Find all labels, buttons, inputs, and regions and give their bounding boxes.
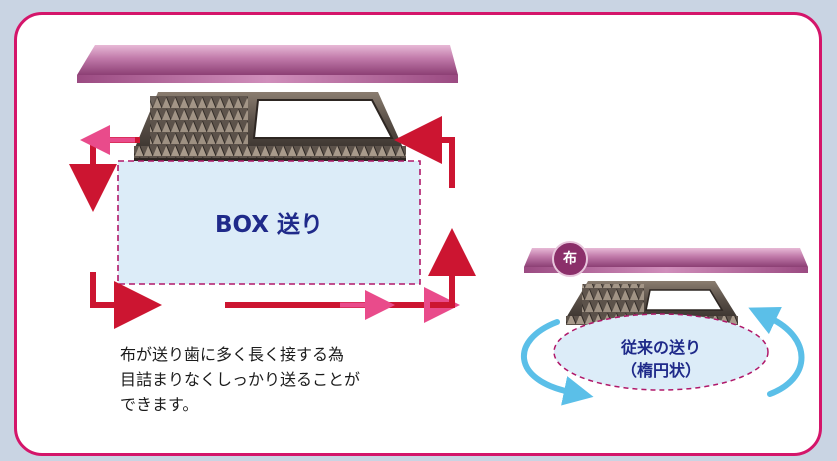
box-feed-area: [117, 160, 421, 285]
elliptical-feed-area: [553, 313, 769, 391]
cloth-badge-icon: 布: [552, 241, 588, 277]
motion-arrow-icon: [520, 307, 805, 406]
feed-dog-icon: [134, 92, 406, 162]
conventional-feed-title: 従来の送り: [620, 338, 701, 357]
feed-description: 布が送り歯に多く長く接する為 目詰まりなくしっかり送ることが できます。: [120, 342, 440, 417]
description-line-3: できます。: [120, 395, 199, 414]
conventional-feed-diagram: [520, 248, 808, 406]
presser-plate-icon: [524, 248, 808, 273]
presser-plate-icon: [77, 45, 458, 83]
box-feed-diagram: [69, 45, 476, 329]
motion-arrow-icon: [69, 116, 476, 329]
conventional-feed-label: 従来の送り （楕円状）: [575, 336, 747, 382]
box-feed-label: BOX 送り: [214, 212, 323, 238]
conventional-feed-subtitle: （楕円状）: [620, 361, 701, 380]
description-line-1: 布が送り歯に多く長く接する為: [120, 345, 345, 364]
description-line-2: 目詰まりなくしっかり送ることが: [120, 370, 361, 389]
